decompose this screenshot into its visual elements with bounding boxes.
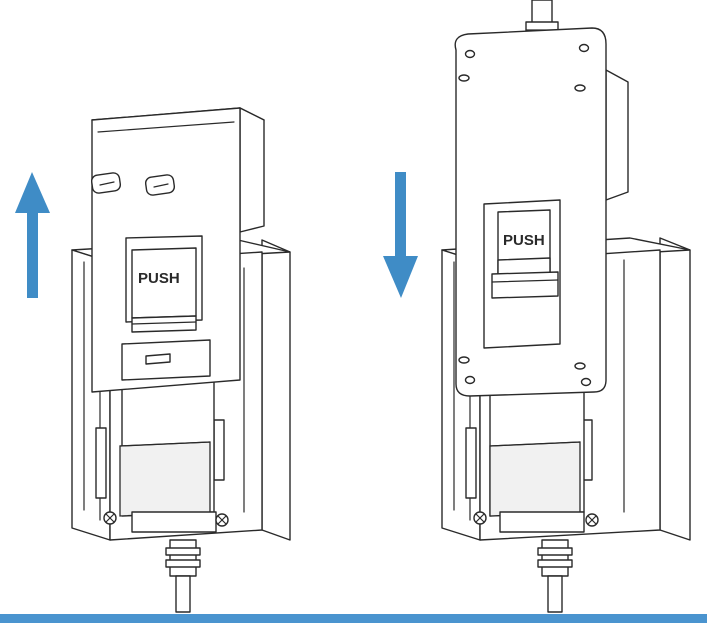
right-bottom-cable (537, 539, 573, 613)
right-hole-bl2 (464, 375, 476, 385)
right-hole-tl (464, 49, 476, 59)
right-hole-tl2 (458, 74, 470, 82)
left-device-plate: PUSH (90, 107, 265, 393)
left-push-label: PUSH (138, 270, 180, 287)
right-device-plate: PUSH (454, 27, 629, 397)
left-device-assembly: PUSH (15, 107, 291, 613)
right-device-assembly: PUSH (383, 0, 691, 613)
left-mount-slot-1 (90, 172, 122, 194)
right-hole-br (574, 362, 586, 370)
right-hole-tr2 (574, 84, 586, 92)
left-mount-slot-2 (144, 174, 176, 196)
arrow-down-icon (383, 172, 418, 298)
footer-accent-bar (0, 614, 707, 623)
right-hole-tr (578, 43, 590, 53)
right-hole-br2 (580, 377, 592, 387)
right-push-label: PUSH (503, 232, 545, 249)
left-bottom-cable (165, 539, 201, 613)
right-hole-bl (458, 356, 470, 364)
arrow-up-icon (15, 172, 50, 298)
